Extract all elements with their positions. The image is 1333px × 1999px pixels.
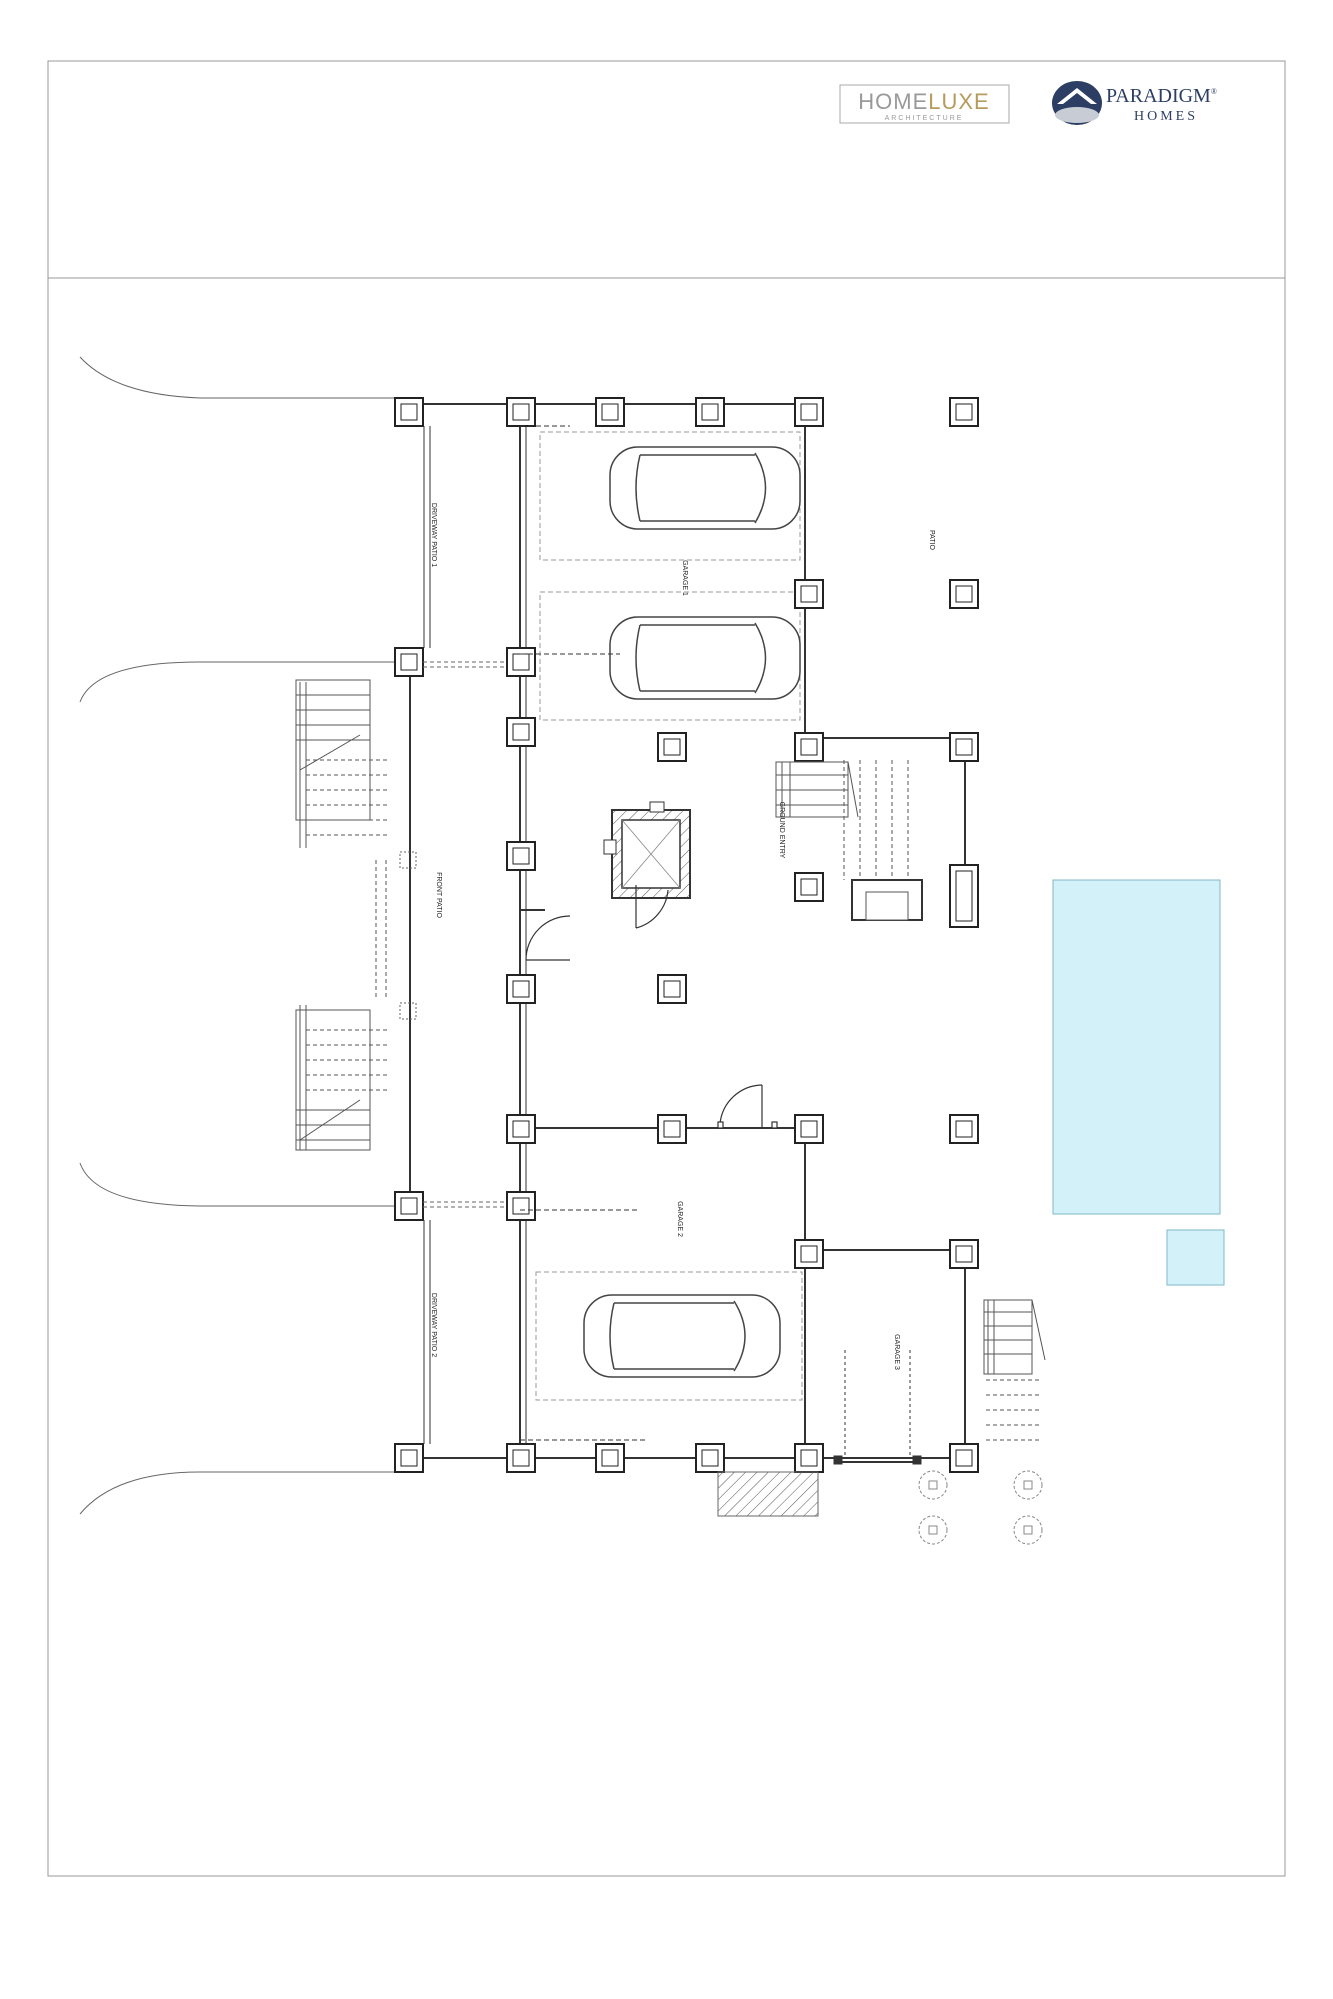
elevator-core	[603, 801, 691, 899]
walls	[409, 403, 966, 1459]
car-garage-2	[583, 1294, 781, 1378]
car-garage-1-a	[609, 446, 801, 530]
label-ground-entry: GROUND ENTRY	[778, 802, 785, 859]
spa	[1166, 1229, 1225, 1286]
parking-bays	[535, 431, 803, 1401]
label-garage-1: GARAGE 1	[681, 560, 688, 596]
homeluxe-logo: HOMELUXE ARCHITECTURE	[839, 84, 1010, 124]
front-stairs	[295, 679, 390, 1151]
label-garage-2: GARAGE 2	[676, 1201, 683, 1237]
paradigm-logo: PARADIGM® HOMES	[1052, 81, 1217, 125]
car-garage-1-b	[609, 616, 801, 700]
label-driveway-patio-2: DRIVEWAY PATIO 2	[430, 1293, 437, 1357]
label-driveway-patio-1: DRIVEWAY PATIO 1	[430, 503, 437, 567]
swimming-pool	[1052, 879, 1221, 1215]
homeluxe-word-a: HOME	[858, 89, 928, 114]
label-front-patio: FRONT PATIO	[435, 872, 442, 918]
ground-entry-stairs	[775, 760, 923, 921]
columns	[394, 397, 979, 1473]
label-patio: PATIO	[928, 530, 935, 551]
sheet-border	[47, 60, 1286, 1877]
label-garage-3: GARAGE 3	[893, 1334, 900, 1370]
paradigm-word: PARADIGM	[1106, 85, 1211, 107]
garage-doors	[423, 425, 922, 1465]
driveway-curves	[79, 356, 397, 1515]
paradigm-trademark: ®	[1211, 87, 1217, 96]
homeluxe-subtitle: ARCHITECTURE	[885, 115, 964, 122]
paradigm-house-icon	[1052, 81, 1102, 125]
paradigm-subtitle: HOMES	[1134, 109, 1198, 124]
garage-3-stairs	[983, 1299, 1046, 1441]
homeluxe-word-b: LUXE	[928, 89, 989, 114]
svg-text:PARADIGM®: PARADIGM®	[1106, 85, 1217, 107]
site-lights	[918, 1470, 1043, 1545]
svg-text:HOMELUXE: HOMELUXE	[858, 89, 989, 114]
front-patio-details	[399, 661, 507, 1208]
hatched-ramp	[717, 1471, 819, 1517]
doors	[525, 885, 778, 1129]
